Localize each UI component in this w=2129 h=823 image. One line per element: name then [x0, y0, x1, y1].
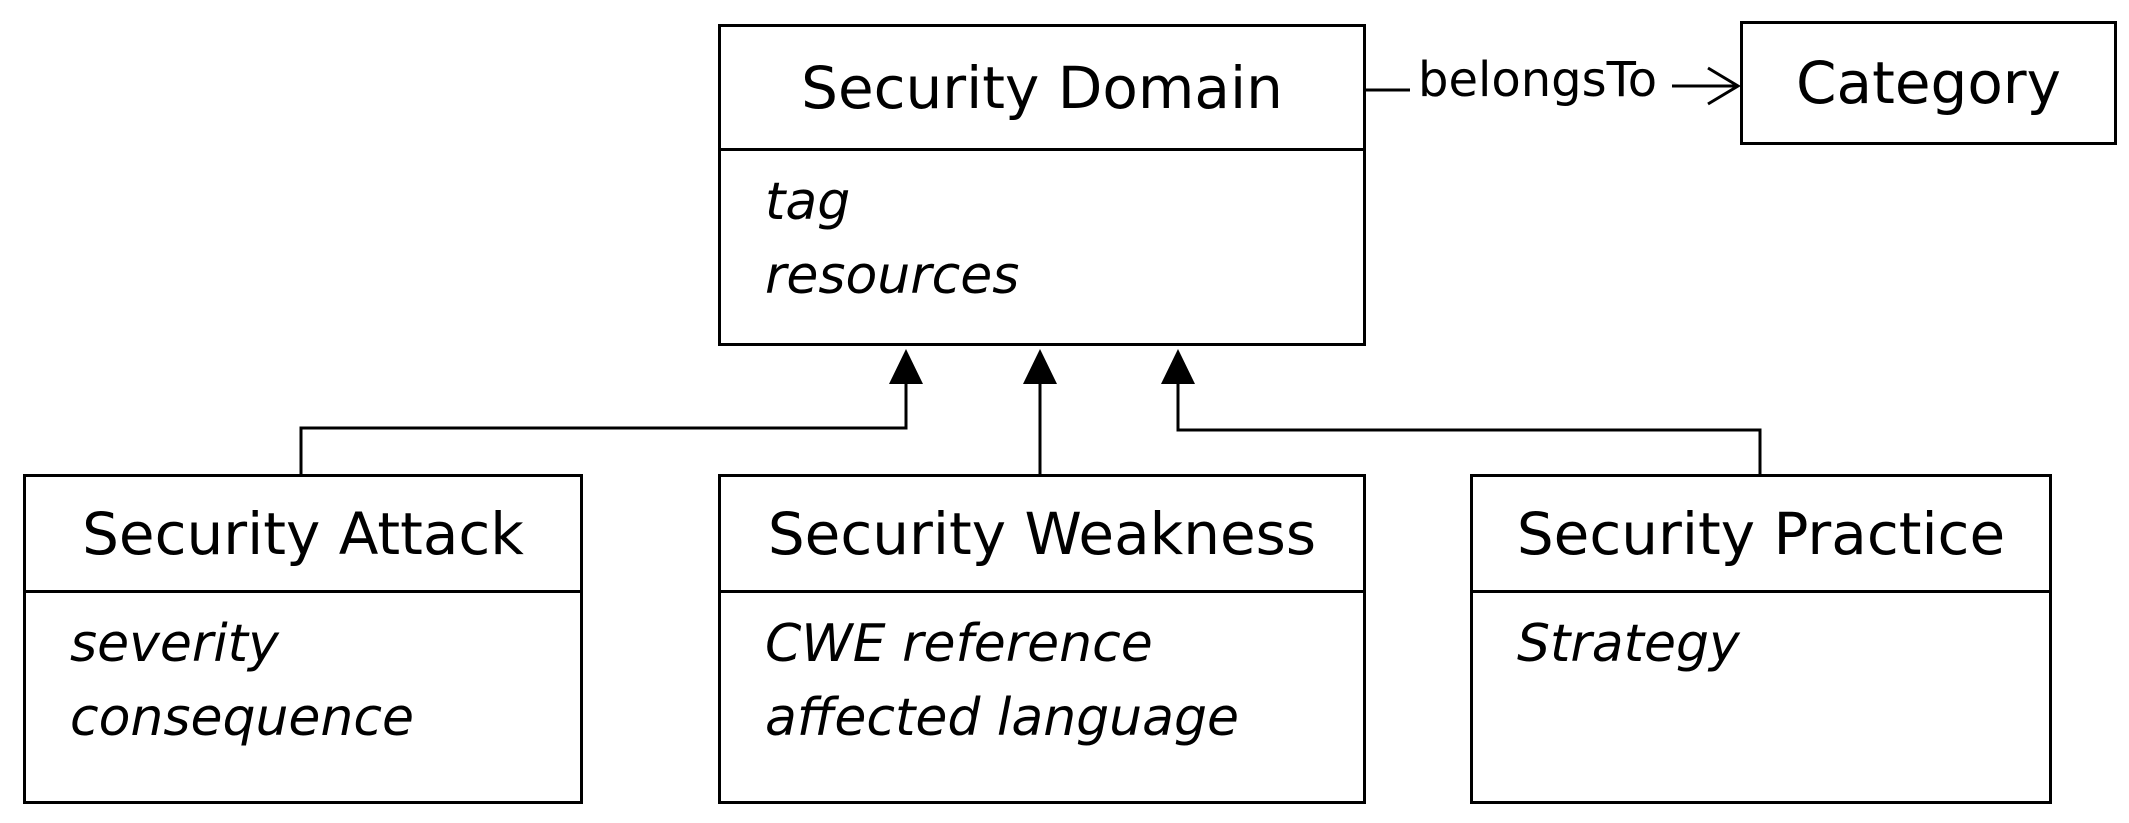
security-domain-class: Security Domain tag resources [718, 24, 1366, 346]
attribute: Strategy [1517, 614, 1740, 674]
attribute: severity [70, 614, 279, 674]
class-name: Security Attack [26, 477, 580, 593]
attribute-list: Strategy [1473, 593, 2049, 681]
generalization-practice-line [1176, 384, 1762, 474]
generalization-attack-arrowhead [889, 349, 923, 384]
class-name: Security Weakness [721, 477, 1363, 593]
attribute-list: severity consequence [26, 593, 580, 755]
attribute: CWE reference [765, 614, 1153, 674]
attribute: tag [765, 172, 851, 232]
attribute-list: CWE reference affected language [721, 593, 1363, 755]
attribute: affected language [765, 688, 1239, 748]
class-name: Category [1796, 49, 2061, 117]
attribute-list: tag resources [721, 151, 1363, 313]
class-name: Security Domain [721, 27, 1363, 151]
security-attack-class: Security Attack severity consequence [23, 474, 583, 804]
generalization-practice-arrowhead [1161, 349, 1195, 384]
security-practice-class: Security Practice Strategy [1470, 474, 2052, 804]
generalization-attack-line [299, 384, 908, 474]
attribute: consequence [70, 688, 414, 748]
security-weakness-class: Security Weakness CWE reference affected… [718, 474, 1366, 804]
association-arrowhead [1707, 66, 1741, 106]
attribute: resources [765, 246, 1020, 306]
association-label: belongsTo [1418, 52, 1658, 108]
class-name: Security Practice [1473, 477, 2049, 593]
generalization-weakness-arrowhead [1023, 349, 1057, 384]
category-class: Category [1740, 21, 2117, 145]
